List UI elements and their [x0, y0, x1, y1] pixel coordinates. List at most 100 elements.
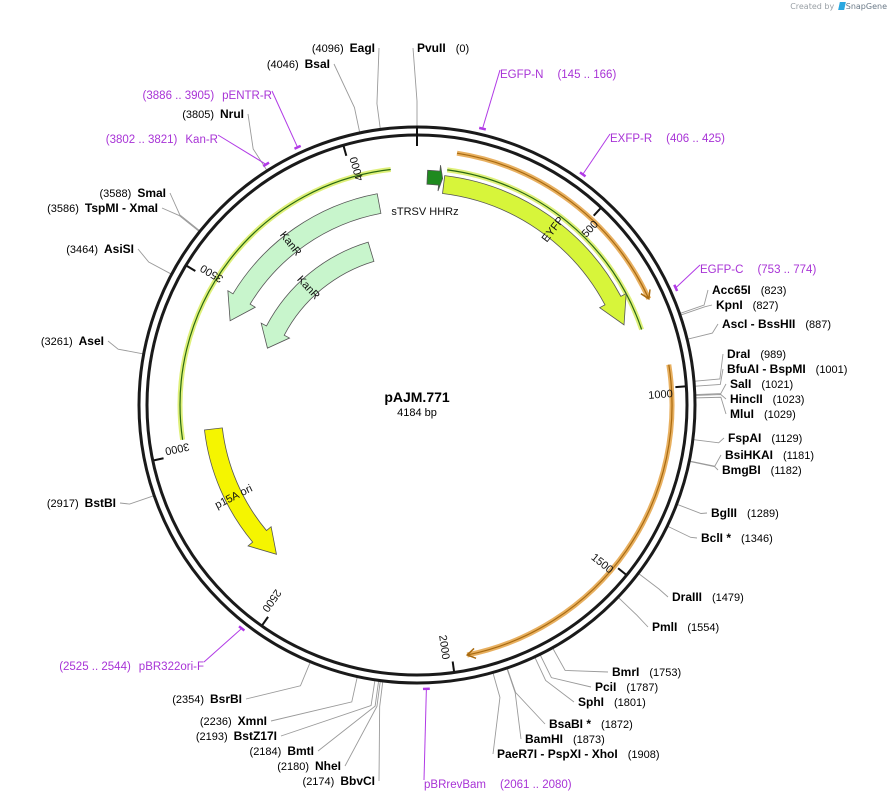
- enzyme-name[interactable]: BmtI: [287, 744, 314, 758]
- enzyme-site[interactable]: DraIII(1479): [672, 590, 744, 604]
- primer-name[interactable]: pBRrevBam: [424, 779, 486, 791]
- site-labels[interactable]: PvuII(0) Acc65I(823)KpnI(827) AscI - BssHI…: [41, 41, 848, 788]
- enzyme-site[interactable]: AseI(3261): [41, 334, 104, 348]
- enzyme-name[interactable]: AseI: [79, 334, 104, 348]
- enzyme-name[interactable]: BstZ17I: [234, 729, 277, 743]
- enzyme-name[interactable]: AscI - BssHII: [722, 317, 795, 331]
- primer-bar[interactable]: [673, 284, 679, 292]
- enzyme-site[interactable]: BsiHKAI(1181): [725, 448, 814, 462]
- enzyme-site[interactable]: BfuAI - BspMI(1001): [727, 362, 847, 376]
- enzyme-name[interactable]: BamHI: [525, 732, 563, 746]
- enzyme-site[interactable]: PvuII(0): [417, 41, 469, 55]
- enzyme-site[interactable]: TspMI - XmaI(3586): [47, 201, 158, 215]
- primer-site[interactable]: EGFP-C(753 .. 774): [700, 264, 816, 276]
- enzyme-name[interactable]: NheI: [315, 759, 341, 773]
- enzyme-name[interactable]: KpnI: [716, 298, 743, 312]
- enzyme-name[interactable]: TspMI - XmaI: [85, 201, 158, 215]
- enzyme-name[interactable]: BsrBI: [210, 692, 242, 706]
- primer-site[interactable]: pBR322ori-F(2525 .. 2544): [59, 661, 204, 673]
- primer-site[interactable]: EGFP-N(145 .. 166): [500, 69, 616, 81]
- primer-bar[interactable]: [238, 625, 246, 632]
- enzyme-name[interactable]: EagI: [350, 41, 375, 55]
- feature-arrow[interactable]: [442, 175, 627, 326]
- enzyme-site[interactable]: BmtI(2184): [250, 744, 314, 758]
- enzyme-name[interactable]: AsiSI: [104, 242, 134, 256]
- enzyme-site[interactable]: Acc65I(823): [712, 283, 786, 297]
- feature-arrow[interactable]: [227, 193, 382, 322]
- enzyme-name[interactable]: FspAI: [728, 431, 761, 445]
- enzyme-name[interactable]: BclI *: [701, 531, 731, 545]
- primer-marks[interactable]: EGFP-N(145 .. 166) EXFP-R(406 .. 425) EGFP…: [59, 69, 816, 791]
- enzyme-name[interactable]: PciI: [595, 680, 616, 694]
- enzyme-name[interactable]: PvuII: [417, 41, 446, 55]
- enzyme-site[interactable]: DraI(989): [727, 347, 786, 361]
- enzyme-site[interactable]: XmnI(2236): [200, 714, 267, 728]
- enzyme-site[interactable]: BsaI(4046): [267, 57, 330, 71]
- enzyme-site[interactable]: BglII(1289): [711, 506, 779, 520]
- primer-bar[interactable]: [478, 126, 487, 131]
- enzyme-site[interactable]: PaeR7I - PspXI - XhoI(1908): [497, 747, 660, 761]
- primer-name[interactable]: pBR322ori-F: [139, 661, 204, 673]
- enzyme-name[interactable]: MluI: [730, 407, 754, 421]
- enzyme-name[interactable]: HincII: [730, 392, 763, 406]
- primer-name[interactable]: EGFP-N: [500, 69, 543, 81]
- primer-name[interactable]: pENTR-R: [222, 90, 272, 102]
- enzyme-site[interactable]: SmaI(3588): [100, 186, 166, 200]
- enzyme-site[interactable]: BmgBI(1182): [722, 463, 802, 477]
- enzyme-name[interactable]: BmgBI: [722, 463, 761, 477]
- enzyme-name[interactable]: NruI: [220, 107, 244, 121]
- enzyme-name[interactable]: SalI: [730, 377, 751, 391]
- enzyme-site[interactable]: PciI(1787): [595, 680, 658, 694]
- feature-arrow[interactable]: [204, 427, 277, 555]
- enzyme-name[interactable]: SphI: [578, 695, 604, 709]
- enzyme-site[interactable]: BsaBI *(1872): [549, 717, 633, 731]
- enzyme-site[interactable]: PmlI(1554): [652, 620, 719, 634]
- enzyme-name[interactable]: PmlI: [652, 620, 677, 634]
- enzyme-site[interactable]: FspAI(1129): [728, 431, 802, 445]
- enzyme-name[interactable]: XmnI: [238, 714, 267, 728]
- enzyme-site[interactable]: BbvCI(2174): [303, 774, 375, 788]
- enzyme-site[interactable]: AsiSI(3464): [66, 242, 134, 256]
- enzyme-name[interactable]: BsiHKAI: [725, 448, 773, 462]
- enzyme-site[interactable]: BmrI(1753): [612, 665, 681, 679]
- enzyme-site[interactable]: HincII(1023): [730, 392, 804, 406]
- primer-site[interactable]: Kan-R(3802 .. 3821): [106, 134, 218, 146]
- feature-arrow[interactable]: [260, 241, 375, 349]
- enzyme-site[interactable]: SphI(1801): [578, 695, 646, 709]
- enzyme-site[interactable]: BclI *(1346): [701, 531, 773, 545]
- enzyme-site[interactable]: BsrBI(2354): [172, 692, 242, 706]
- enzyme-name[interactable]: BfuAI - BspMI: [727, 362, 806, 376]
- enzyme-name[interactable]: BglII: [711, 506, 737, 520]
- enzyme-site[interactable]: MluI(1029): [730, 407, 796, 421]
- enzyme-name[interactable]: BsaI: [305, 57, 330, 71]
- enzyme-name[interactable]: BstBI: [85, 496, 116, 510]
- enzyme-name[interactable]: SmaI: [137, 186, 166, 200]
- enzyme-name[interactable]: BsaBI *: [549, 717, 591, 731]
- enzyme-site[interactable]: NheI(2180): [277, 759, 341, 773]
- enzyme-site[interactable]: EagI(4096): [312, 41, 375, 55]
- primer-name[interactable]: EXFP-R: [610, 133, 652, 145]
- enzyme-site[interactable]: NruI(3805): [182, 107, 244, 121]
- enzyme-site[interactable]: AscI - BssHII(887): [722, 317, 831, 331]
- primer-site[interactable]: pBRrevBam(2061 .. 2080): [424, 779, 572, 791]
- primer-bar[interactable]: [293, 144, 302, 150]
- enzyme-name[interactable]: BbvCI: [340, 774, 375, 788]
- feature-arrow[interactable]: [426, 165, 444, 192]
- enzyme-name[interactable]: DraIII: [672, 590, 702, 604]
- enzyme-name[interactable]: DraI: [727, 347, 750, 361]
- enzyme-name[interactable]: Acc65I: [712, 283, 751, 297]
- enzyme-site[interactable]: KpnI(827): [716, 298, 778, 312]
- primer-bar[interactable]: [262, 161, 270, 168]
- enzyme-site[interactable]: BstBI(2917): [47, 496, 116, 510]
- enzyme-site[interactable]: SalI(1021): [730, 377, 793, 391]
- enzyme-site[interactable]: BstZ17I(2193): [196, 729, 277, 743]
- primer-site[interactable]: pENTR-R(3886 .. 3905): [143, 90, 272, 102]
- enzyme-name[interactable]: BmrI: [612, 665, 639, 679]
- primer-bar[interactable]: [579, 171, 587, 178]
- enzyme-name[interactable]: PaeR7I - PspXI - XhoI: [497, 747, 618, 761]
- enzyme-site[interactable]: BamHI(1873): [525, 732, 605, 746]
- primer-name[interactable]: Kan-R: [185, 134, 218, 146]
- primer-site[interactable]: EXFP-R(406 .. 425): [610, 133, 725, 145]
- primer-name[interactable]: EGFP-C: [700, 264, 743, 276]
